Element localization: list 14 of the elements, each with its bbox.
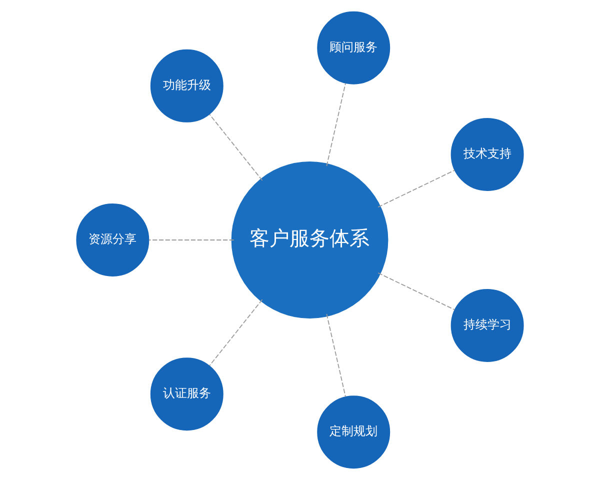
- node-circle: 顾问服务: [317, 11, 390, 84]
- node-circle: 客户服务体系: [231, 162, 388, 318]
- node-circle: 持续学习: [450, 289, 524, 362]
- connector: [326, 314, 346, 398]
- node-circle: 定制规划: [317, 396, 390, 469]
- node-circle: 认证服务: [150, 358, 224, 431]
- node-circle: 功能升级: [150, 49, 224, 122]
- connector: [209, 299, 263, 366]
- connector: [378, 170, 456, 208]
- node-circle: 技术支持: [450, 118, 524, 191]
- node-circle: 资源分享: [76, 204, 150, 276]
- connector: [209, 114, 263, 181]
- connector: [326, 82, 346, 166]
- connector: [378, 272, 456, 310]
